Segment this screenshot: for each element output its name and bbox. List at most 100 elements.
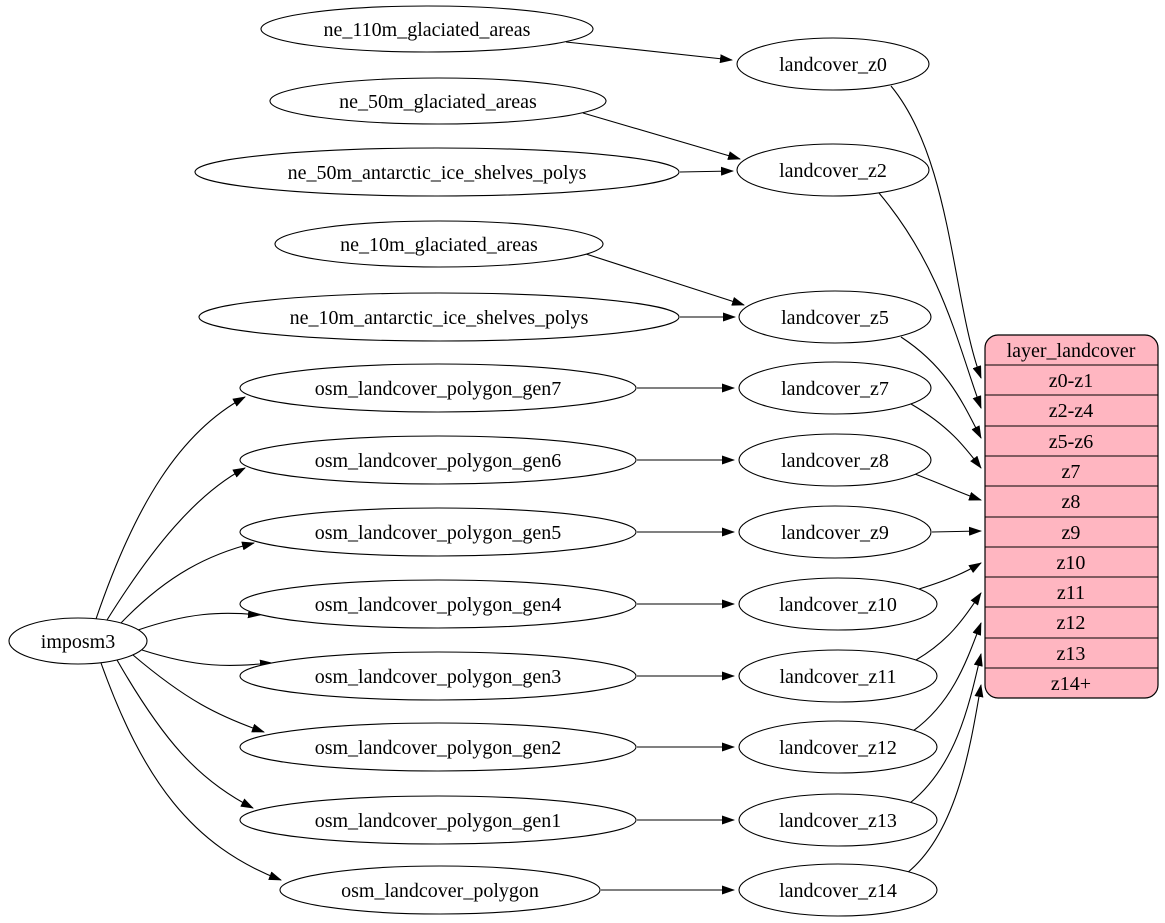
node-landcover_z7: landcover_z7: [738, 361, 932, 415]
node-osm_landcover_polygon-label: osm_landcover_polygon: [341, 880, 539, 902]
node-landcover_z9: landcover_z9: [738, 505, 932, 559]
edge-ne_50m_antarctic_ice_shelves_polys-landcover_z2: [679, 166, 734, 176]
node-landcover_z0-shape: [736, 37, 930, 91]
node-osm_landcover_polygon_gen7-label: osm_landcover_polygon_gen7: [315, 378, 562, 400]
node-ne_50m_antarctic_ice_shelves_polys-label: ne_50m_antarctic_ice_shelves_polys: [288, 162, 587, 184]
node-landcover_z8-shape: [738, 433, 932, 487]
node-landcover_z9-shape: [738, 505, 932, 559]
edge-ne_110m_glaciated_areas-landcover_z0: [565, 41, 733, 64]
node-landcover_z2: landcover_z2: [736, 143, 930, 197]
node-imposm3-shape: [8, 617, 148, 665]
node-landcover_z9-label: landcover_z9: [781, 522, 889, 544]
record-row-z14plus: z14+: [1051, 673, 1091, 695]
record-row-z5-z6: z5-z6: [1049, 431, 1093, 453]
record-row-z10: z10: [1057, 552, 1086, 574]
node-landcover_z12-shape: [738, 720, 938, 774]
node-ne_50m_glaciated_areas-shape: [269, 77, 607, 125]
edge-imposm3-osm_landcover_polygon_gen6: [106, 467, 246, 621]
edge-landcover_z13-row-z13: [909, 653, 983, 804]
node-landcover_z11: landcover_z11: [738, 649, 938, 703]
node-osm_landcover_polygon_gen7: osm_landcover_polygon_gen7: [239, 363, 637, 413]
edge-imposm3-osm_landcover_polygon: [100, 662, 282, 881]
node-osm_landcover_polygon_gen3-shape: [239, 651, 637, 701]
node-landcover_z11-label: landcover_z11: [780, 666, 897, 688]
node-landcover_z10-shape: [738, 577, 938, 631]
node-osm_landcover_polygon: osm_landcover_polygon: [279, 865, 601, 915]
node-osm_landcover_polygon_gen5: osm_landcover_polygon_gen5: [239, 507, 637, 557]
node-ne_110m_glaciated_areas-shape: [260, 5, 594, 53]
edge-landcover_z10-row-z10: [918, 562, 982, 590]
edge-landcover_z11-row-z11: [915, 592, 982, 661]
node-osm_landcover_polygon_gen2-label: osm_landcover_polygon_gen2: [315, 737, 562, 759]
node-landcover_z7-label: landcover_z7: [781, 378, 889, 400]
node-ne_10m_antarctic_ice_shelves_polys-shape: [198, 292, 680, 342]
node-osm_landcover_polygon_gen7-shape: [239, 363, 637, 413]
record-row-z2-z4: z2-z4: [1049, 400, 1093, 422]
node-osm_landcover_polygon_gen1-label: osm_landcover_polygon_gen1: [315, 810, 562, 832]
node-ne_10m_glaciated_areas: ne_10m_glaciated_areas: [274, 220, 604, 268]
edge-imposm3-osm_landcover_polygon_gen1: [116, 659, 254, 809]
record-row-z7: z7: [1062, 461, 1081, 483]
node-landcover_z11-shape: [738, 649, 938, 703]
node-ne_50m_antarctic_ice_shelves_polys-shape: [194, 147, 680, 197]
edge-landcover_z12-row-z12: [912, 622, 982, 732]
edge-layer: [95, 41, 984, 895]
node-landcover_z0-label: landcover_z0: [779, 54, 887, 76]
node-landcover_z5-label: landcover_z5: [781, 307, 889, 329]
edge-imposm3-osm_landcover_polygon_gen2: [132, 654, 265, 733]
record-title: layer_landcover: [1007, 340, 1136, 362]
node-ne_50m_antarctic_ice_shelves_polys: ne_50m_antarctic_ice_shelves_polys: [194, 147, 680, 197]
node-landcover_z14-shape: [738, 863, 938, 917]
node-landcover_z14-label: landcover_z14: [779, 880, 897, 902]
node-osm_landcover_polygon_gen5-label: osm_landcover_polygon_gen5: [315, 522, 562, 544]
node-landcover_z8: landcover_z8: [738, 433, 932, 487]
node-ne_10m_antarctic_ice_shelves_polys: ne_10m_antarctic_ice_shelves_polys: [198, 292, 680, 342]
node-landcover_z0: landcover_z0: [736, 37, 930, 91]
node-osm_landcover_polygon_gen2: osm_landcover_polygon_gen2: [239, 722, 637, 772]
edge-imposm3-osm_landcover_polygon_gen7: [95, 396, 246, 620]
node-osm_landcover_polygon_gen4-shape: [239, 579, 637, 629]
node-osm_landcover_polygon_gen1: osm_landcover_polygon_gen1: [239, 795, 637, 845]
record-row-z8: z8: [1062, 491, 1081, 513]
node-osm_landcover_polygon_gen3: osm_landcover_polygon_gen3: [239, 651, 637, 701]
node-landcover_z8-label: landcover_z8: [781, 450, 889, 472]
node-landcover_z12: landcover_z12: [738, 720, 938, 774]
edge-imposm3-osm_landcover_polygon_gen3: [141, 649, 273, 669]
record-row-z0-z1: z0-z1: [1049, 370, 1093, 392]
edge-landcover_z0-row-z0-z1: [890, 85, 982, 379]
node-landcover_z5-shape: [738, 290, 932, 344]
edge-imposm3-osm_landcover_polygon_gen4: [137, 609, 261, 631]
edge-landcover_z9-row-z9: [931, 526, 982, 536]
node-imposm3: imposm3: [8, 617, 148, 665]
edge-landcover_z5-row-z5-z6: [900, 336, 982, 439]
node-ne_10m_glaciated_areas-label: ne_10m_glaciated_areas: [340, 234, 538, 256]
node-ne_10m_antarctic_ice_shelves_polys-label: ne_10m_antarctic_ice_shelves_polys: [290, 307, 589, 329]
node-landcover_z2-shape: [736, 143, 930, 197]
node-landcover_z14: landcover_z14: [738, 863, 938, 917]
record-row-z11: z11: [1057, 582, 1085, 604]
node-landcover_z7-shape: [738, 361, 932, 415]
node-landcover_z12-label: landcover_z12: [779, 737, 897, 759]
node-osm_landcover_polygon-shape: [279, 865, 601, 915]
node-ne_10m_glaciated_areas-shape: [274, 220, 604, 268]
node-osm_landcover_polygon_gen6: osm_landcover_polygon_gen6: [239, 435, 637, 485]
node-landcover_z13-label: landcover_z13: [779, 810, 897, 832]
node-landcover_z10-label: landcover_z10: [779, 594, 897, 616]
node-osm_landcover_polygon_gen4-label: osm_landcover_polygon_gen4: [315, 594, 562, 616]
node-landcover_z13: landcover_z13: [738, 793, 938, 847]
node-osm_landcover_polygon_gen5-shape: [239, 507, 637, 557]
node-osm_landcover_polygon_gen4: osm_landcover_polygon_gen4: [239, 579, 637, 629]
record-row-z13: z13: [1057, 643, 1086, 665]
node-landcover_z5: landcover_z5: [738, 290, 932, 344]
edge-ne_10m_glaciated_areas-landcover_z5: [585, 253, 745, 306]
node-osm_landcover_polygon_gen6-shape: [239, 435, 637, 485]
node-ne_110m_glaciated_areas: ne_110m_glaciated_areas: [260, 5, 594, 53]
node-layer_landcover: layer_landcover z0-z1 z2-z4 z5-z6 z7 z8 …: [984, 334, 1159, 699]
edge-landcover_z7-row-z7: [910, 403, 982, 469]
edge-landcover_z14-row-z14plus: [906, 684, 984, 874]
edge-landcover_z2-row-z2-z4: [878, 192, 982, 409]
node-osm_landcover_polygon_gen3-label: osm_landcover_polygon_gen3: [315, 666, 562, 688]
node-landcover_z2-label: landcover_z2: [779, 160, 887, 182]
node-osm_landcover_polygon_gen1-shape: [239, 795, 637, 845]
